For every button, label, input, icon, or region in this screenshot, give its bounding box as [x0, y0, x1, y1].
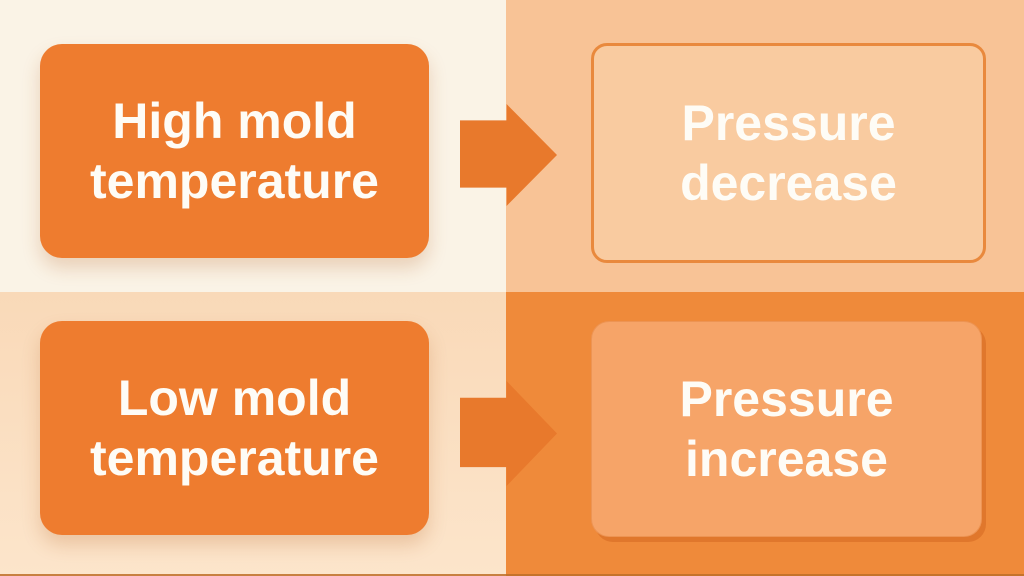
- effect-box-label: Pressure increase: [679, 371, 894, 487]
- cause-box-low-mold-temperature: Low mold temperature: [40, 321, 429, 535]
- cause-box-label: High mold temperature: [90, 93, 379, 209]
- cause-box-high-mold-temperature: High mold temperature: [40, 44, 429, 258]
- bottom-edge-line: [0, 574, 1024, 576]
- effect-box-pressure-decrease: Pressure decrease: [591, 43, 986, 263]
- effect-box-label: Pressure decrease: [680, 95, 897, 211]
- effect-box-pressure-increase: Pressure increase: [591, 321, 982, 537]
- cause-box-label: Low mold temperature: [90, 370, 379, 486]
